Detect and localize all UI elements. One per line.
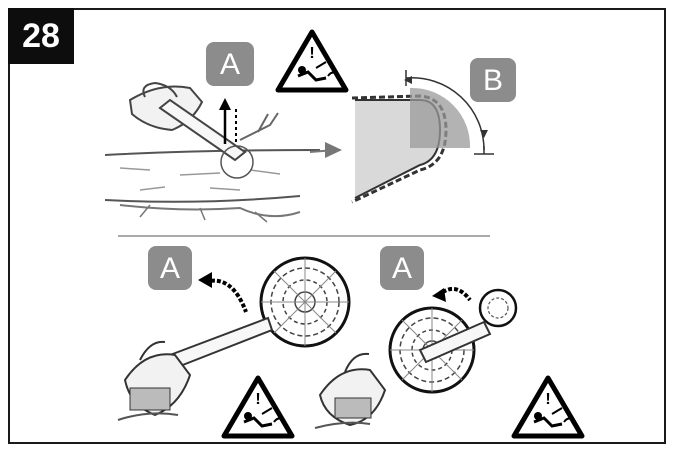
log-end-small xyxy=(478,288,518,328)
badge-a-bottom-right-label: A xyxy=(392,252,412,285)
step-number: 28 xyxy=(8,8,74,64)
badge-a-bottom-left: A xyxy=(148,246,192,290)
kickback-warning-icon xyxy=(278,32,346,90)
badge-a-bottom-left-label: A xyxy=(160,252,180,285)
kickback-warning-icon xyxy=(224,378,292,436)
rotation-arrow-left xyxy=(204,278,248,313)
badge-a-bottom-right: A xyxy=(380,246,424,290)
badge-a-top-label: A xyxy=(220,48,240,81)
badge-a-top: A xyxy=(206,42,254,86)
log-end-left xyxy=(259,256,351,348)
chainsaw-bottom-left xyxy=(117,316,274,421)
badge-b: B xyxy=(470,58,516,102)
badge-b-label: B xyxy=(483,64,503,97)
kickback-warning-icon xyxy=(514,378,582,436)
chainsaw-top xyxy=(128,81,254,179)
bar-tip-detail xyxy=(351,70,494,204)
kickback-zone xyxy=(410,87,471,148)
chainsaw-bottom-right xyxy=(314,320,492,429)
log-top xyxy=(104,112,342,223)
